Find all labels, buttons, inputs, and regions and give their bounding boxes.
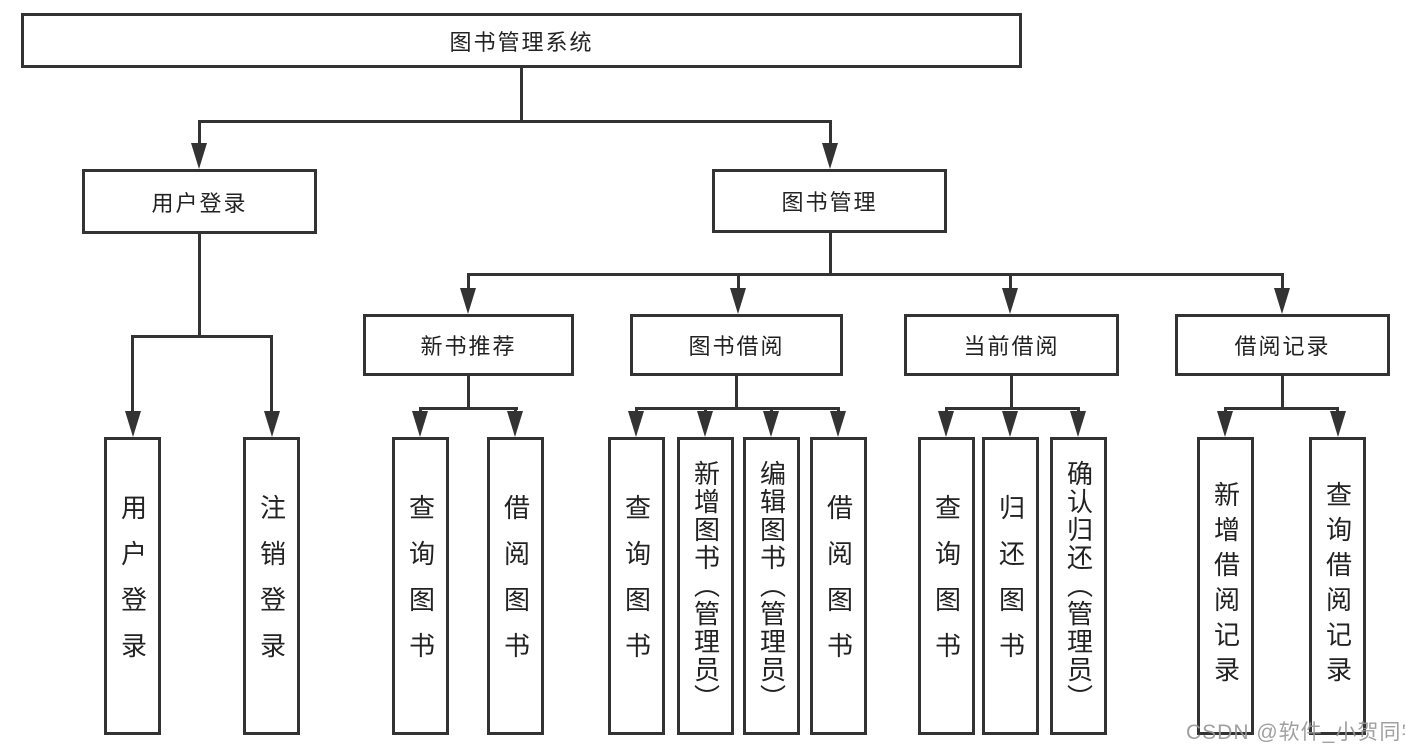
arrowhead-down-icon (264, 411, 280, 437)
arrowhead-down-icon (822, 143, 838, 169)
connector-vline (1336, 407, 1339, 413)
node-root-label: 图书管理系统 (449, 29, 594, 55)
connector-vline (735, 376, 738, 409)
arrowhead-down-icon (1217, 411, 1233, 437)
arrowhead-down-icon (412, 411, 428, 437)
arrowhead-down-icon (730, 288, 746, 314)
connector-vline (945, 407, 948, 413)
leaf-borrow-books: 借阅图书 (810, 437, 867, 735)
arrowhead-down-icon (191, 143, 207, 169)
arrowhead-down-icon (628, 411, 644, 437)
leaf-return-books-label: 归还图书 (995, 494, 1026, 678)
node-current-borrow: 当前借阅 (904, 314, 1119, 376)
connector-hline (199, 120, 831, 123)
leaf-borrow-query-books-label: 查询图书 (621, 494, 652, 678)
connector-vline (520, 68, 523, 120)
leaf-add-books-admin-label: 新增图书（管理员） (690, 460, 721, 712)
leaf-query-borrow-record-label: 查询借阅记录 (1322, 481, 1353, 691)
leaf-edit-books-admin-label: 编辑图书（管理员） (756, 460, 787, 712)
leaf-recommend-query-books-label: 查询图书 (405, 494, 436, 678)
arrowhead-down-icon (1330, 411, 1346, 437)
leaf-return-books: 归还图书 (982, 437, 1039, 735)
connector-vline (419, 407, 422, 413)
leaf-logout-label: 注销登录 (256, 494, 287, 678)
connector-vline (514, 407, 517, 413)
connector-vline (829, 120, 832, 146)
leaf-user-login: 用户登录 (104, 437, 161, 735)
node-current-borrow-label: 当前借阅 (963, 334, 1060, 359)
connector-hline (945, 407, 1079, 410)
arrowhead-down-icon (1002, 411, 1018, 437)
leaf-recommend-borrow-books-label: 借阅图书 (500, 494, 531, 678)
leaf-add-borrow-record: 新增借阅记录 (1197, 437, 1254, 735)
connector-vline (737, 273, 740, 292)
connector-vline (467, 273, 470, 292)
leaf-borrow-books-label: 借阅图书 (823, 494, 854, 678)
connector-vline (829, 233, 832, 275)
connector-vline (198, 120, 201, 146)
node-root: 图书管理系统 (21, 13, 1022, 68)
connector-vline (1077, 407, 1080, 413)
arrowhead-down-icon (1274, 288, 1290, 314)
leaf-logout: 注销登录 (243, 437, 300, 735)
leaf-query-borrow-record: 查询借阅记录 (1309, 437, 1366, 735)
connector-vline (770, 407, 773, 413)
node-book-management-label: 图书管理 (781, 190, 878, 215)
connector-vline (1281, 273, 1284, 292)
arrowhead-down-icon (1070, 411, 1086, 437)
node-book-management: 图书管理 (712, 169, 947, 233)
connector-vline (1010, 376, 1013, 409)
connector-vline (704, 407, 707, 413)
leaf-confirm-return-admin: 确认归还（管理员） (1050, 437, 1107, 735)
arrowhead-down-icon (763, 411, 779, 437)
leaf-borrow-query-books: 查询图书 (608, 437, 665, 735)
connector-vline (1224, 407, 1227, 413)
leaf-add-books-admin: 新增图书（管理员） (677, 437, 734, 735)
connector-vline (1281, 376, 1284, 409)
connector-hline (635, 407, 840, 410)
connector-vline (635, 407, 638, 413)
node-borrow-records-label: 借阅记录 (1234, 334, 1331, 359)
node-new-book-recommend: 新书推荐 (363, 314, 574, 376)
node-borrow-records: 借阅记录 (1175, 314, 1390, 376)
connector-vline (198, 234, 201, 337)
watermark: CSDN @软件_小贺同学 (1186, 721, 1405, 744)
node-user-login: 用户登录 (82, 169, 317, 234)
arrowhead-down-icon (1002, 288, 1018, 314)
connector-hline (131, 335, 273, 338)
leaf-edit-books-admin: 编辑图书（管理员） (743, 437, 800, 735)
node-book-borrow-label: 图书借阅 (688, 334, 785, 359)
node-book-borrow: 图书借阅 (630, 314, 843, 376)
leaf-add-borrow-record-label: 新增借阅记录 (1210, 481, 1241, 691)
arrowhead-down-icon (938, 411, 954, 437)
connector-vline (467, 376, 470, 409)
connector-hline (1224, 407, 1339, 410)
arrowhead-down-icon (460, 288, 476, 314)
arrowhead-down-icon (830, 411, 846, 437)
leaf-recommend-borrow-books: 借阅图书 (487, 437, 544, 735)
connector-vline (270, 335, 273, 413)
leaf-current-query-books: 查询图书 (918, 437, 975, 735)
leaf-user-login-label: 用户登录 (117, 494, 148, 678)
node-new-book-recommend-label: 新书推荐 (420, 334, 517, 359)
arrowhead-down-icon (697, 411, 713, 437)
connector-vline (837, 407, 840, 413)
connector-hline (467, 273, 1284, 276)
leaf-current-query-books-label: 查询图书 (931, 494, 962, 678)
arrowhead-down-icon (125, 411, 141, 437)
arrowhead-down-icon (507, 411, 523, 437)
node-user-login-label: 用户登录 (151, 190, 248, 216)
leaf-recommend-query-books: 查询图书 (392, 437, 449, 735)
connector-vline (1009, 273, 1012, 292)
connector-hline (419, 407, 518, 410)
connector-vline (131, 335, 134, 413)
leaf-confirm-return-admin-label: 确认归还（管理员） (1063, 460, 1094, 712)
